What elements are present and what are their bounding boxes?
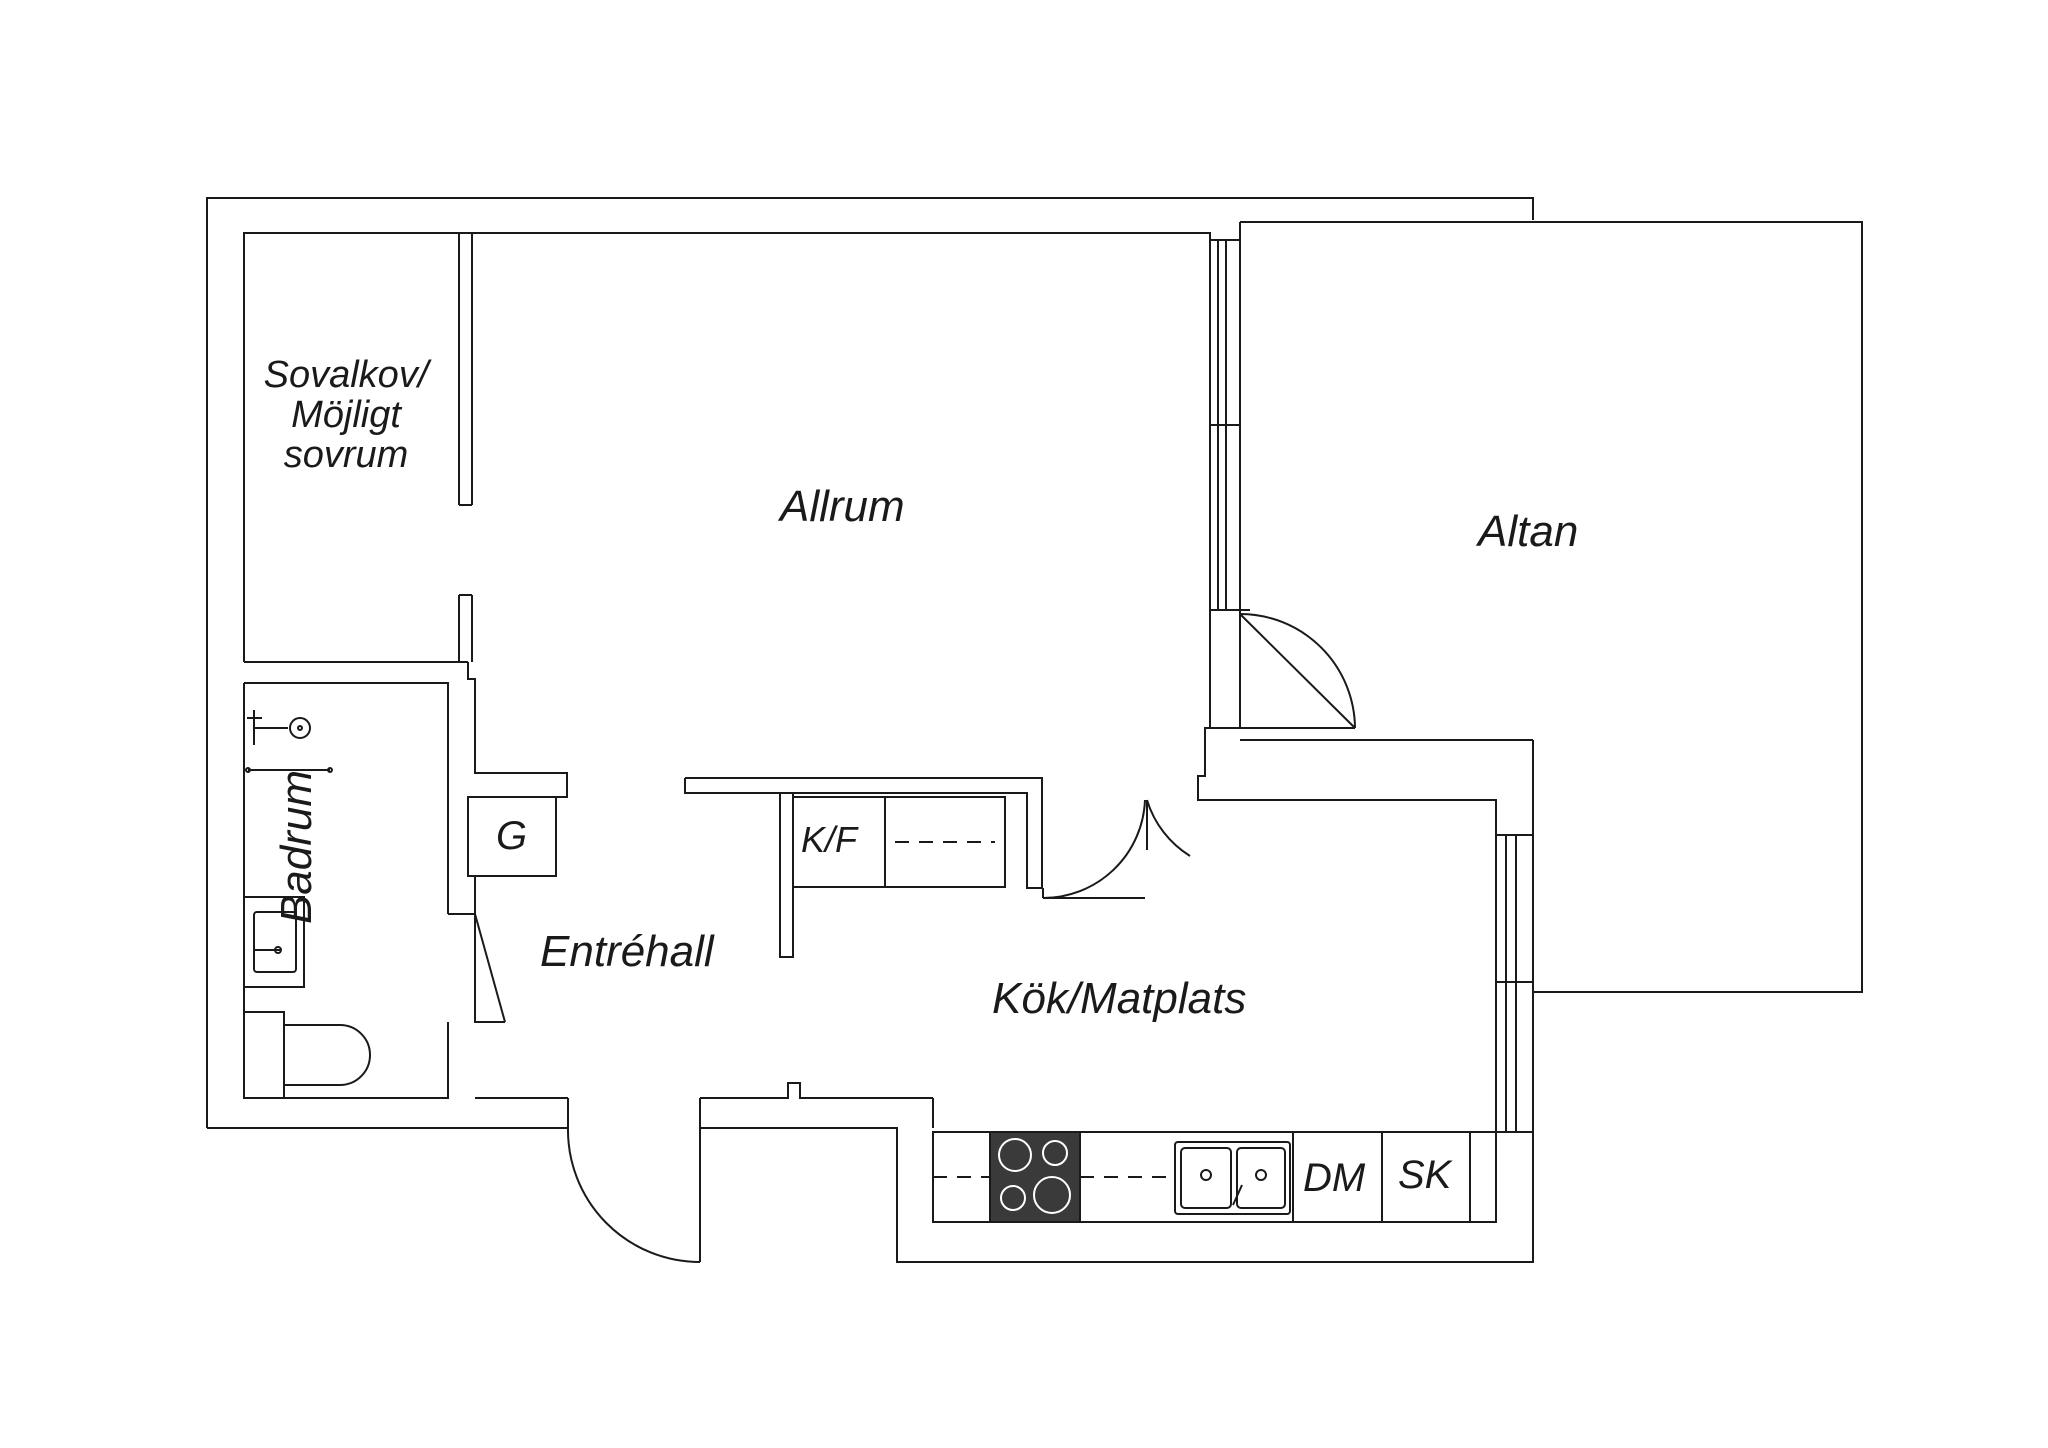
- room-label-sovalkov: Sovalkov/ Möjligt sovrum: [246, 355, 446, 475]
- door-bathroom: [448, 913, 506, 1023]
- fixture-label-kyl-frys: K/F: [801, 819, 858, 860]
- sovalkov-partition: [458, 233, 473, 662]
- door-kitchen: [1042, 799, 1191, 900]
- toilet: [243, 1011, 371, 1099]
- room-label-sovalkov-line2: Möjligt: [291, 394, 401, 436]
- room-label-sovalkov-line3: sovrum: [283, 434, 409, 476]
- hall-walls: [467, 777, 1043, 958]
- fixture-label-garderob: G: [496, 814, 528, 858]
- door-entrance: [566, 1098, 701, 1263]
- room-label-badrum: Badrum: [272, 769, 321, 925]
- room-label-kok: Kök/Matplats: [992, 974, 1247, 1023]
- room-label-sovalkov-line1: Sovalkov/: [263, 354, 429, 396]
- kitchen-sink: [1174, 1141, 1291, 1215]
- hob: [989, 1131, 1081, 1223]
- room-label-allrum: Allrum: [780, 482, 905, 531]
- fixture-label-diskmaskin: DM: [1303, 1156, 1366, 1200]
- room-label-entrehall: Entréhall: [540, 927, 714, 976]
- window-kitchen: [1495, 834, 1534, 1133]
- shower: [245, 710, 333, 773]
- door-altan: [1239, 613, 1356, 729]
- sink-bathroom: [243, 896, 305, 988]
- altan-outline: [1239, 221, 1863, 993]
- kitchen-counter: [932, 1131, 1497, 1223]
- window-allrum: [1209, 239, 1241, 611]
- fixture-label-skap: SK: [1398, 1153, 1452, 1197]
- room-label-altan: Altan: [1478, 507, 1579, 556]
